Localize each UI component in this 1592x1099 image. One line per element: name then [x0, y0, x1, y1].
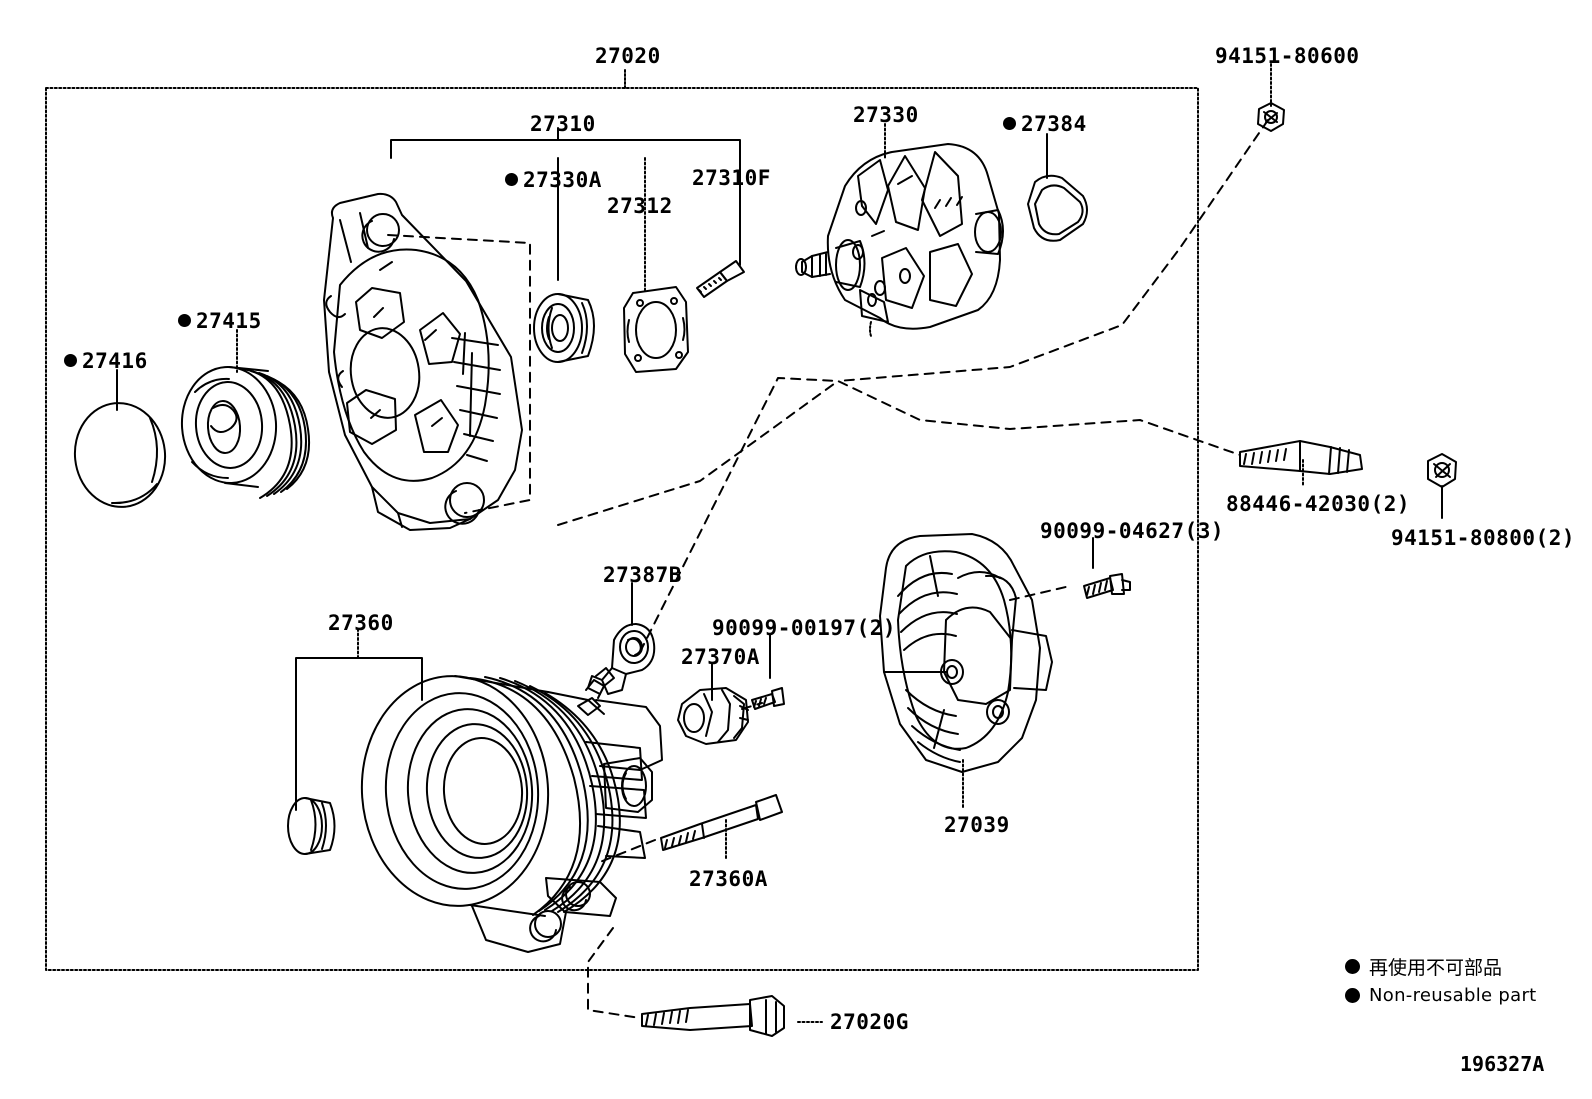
label-27330: 27330 [853, 105, 919, 126]
label-27370A-text: 27370A [681, 645, 760, 669]
assembly-path-screw-to-cover [1009, 585, 1071, 601]
part-90099-00197-screw [751, 687, 785, 710]
label-27415-text: 27415 [196, 309, 262, 333]
label-27360: 27360 [328, 613, 394, 634]
part-27039-rear-end-cover [879, 533, 1053, 773]
assembly-path-nut-to-stud [837, 119, 1269, 382]
label-27039-text: 27039 [944, 813, 1010, 837]
label-27416-text: 27416 [82, 349, 148, 373]
label-27360A: 27360A [689, 869, 768, 890]
label-88446-42030-text: 88446-42030(2) [1226, 492, 1411, 516]
non-reusable-marker-icon [1345, 958, 1360, 974]
part-94151-80800-nut [1427, 453, 1457, 488]
part-27370A-terminal-insulator [677, 687, 749, 745]
label-27020G-text: 27020G [830, 1010, 909, 1034]
label-27415: 27415 [178, 311, 262, 332]
label-27312: 27312 [607, 196, 673, 217]
label-27312-text: 27312 [607, 194, 673, 218]
part-27310-drive-end-frame [323, 192, 523, 531]
label-90099-04627-text: 90099-04627(3) [1040, 519, 1225, 543]
label-94151-80800-text: 94151-80800(2) [1391, 526, 1576, 550]
part-27312-bearing-retainer [623, 286, 689, 373]
label-90099-00197-text: 90099-00197(2) [712, 616, 897, 640]
assembly-path-housing-to-stud [557, 380, 1241, 526]
label-27360A-text: 27360A [689, 867, 768, 891]
part-27415-pulley [180, 366, 311, 499]
non-reusable-marker-icon [178, 313, 191, 327]
label-27310-text: 27310 [530, 112, 596, 136]
label-88446-42030: 88446-42030(2) [1226, 494, 1410, 515]
label-27416: 27416 [64, 351, 148, 372]
label-27384-text: 27384 [1021, 112, 1087, 136]
label-27039: 27039 [944, 815, 1010, 836]
label-27387B: 27387B [603, 565, 682, 586]
legend-english-text: Non-reusable part [1369, 984, 1537, 1006]
label-27384: 27384 [1003, 114, 1087, 135]
group-frame-27020 [45, 87, 1199, 971]
part-27310F-screw [696, 260, 745, 298]
assembly-path-drive-end [387, 234, 531, 514]
non-reusable-marker-icon [505, 172, 518, 186]
part-27330-rotor-assembly [795, 143, 1004, 337]
label-27330A: 27330A [505, 170, 602, 191]
part-27416-pulley-cap [73, 402, 167, 508]
label-27360-text: 27360 [328, 611, 394, 635]
part-90099-04627-screw [1083, 573, 1131, 599]
non-reusable-marker-icon [1345, 987, 1360, 1003]
label-94151-80600-text: 94151-80600 [1215, 44, 1360, 68]
part-27330A-bearing [533, 293, 595, 363]
label-27310: 27310 [530, 114, 596, 135]
label-27370A: 27370A [681, 647, 760, 668]
label-27387B-text: 27387B [603, 563, 682, 587]
label-90099-00197: 90099-00197(2) [712, 618, 896, 639]
label-27330-text: 27330 [853, 103, 919, 127]
part-27020G-mounting-bolt [641, 995, 785, 1037]
label-27020-text: 27020 [595, 44, 661, 68]
part-27360A-through-bolt [660, 794, 783, 851]
label-94151-80600: 94151-80600 [1215, 46, 1360, 67]
bracket-27360 [295, 657, 423, 811]
assembly-path-27360A [599, 839, 656, 863]
part-27387B-terminal-bushing [587, 623, 656, 695]
label-94151-80800: 94151-80800(2) [1391, 528, 1575, 549]
assembly-path-bolt-to-stator [587, 927, 641, 1019]
legend-row-english: Non-reusable part [1345, 984, 1537, 1006]
part-27360-stator-assembly [360, 667, 663, 953]
label-27020: 27020 [595, 46, 661, 67]
legend-japanese-text: 再使用不可部品 [1369, 956, 1503, 979]
part-27360-stator-ring-small [287, 797, 336, 855]
legend: 再使用不可部品 Non-reusable part [1345, 955, 1537, 1013]
label-27020G: 27020G [830, 1012, 909, 1033]
bracket-27310 [390, 139, 741, 159]
non-reusable-marker-icon [64, 353, 77, 367]
part-27384-o-ring [1027, 174, 1088, 242]
part-88446-42030-stud-bolt [1239, 440, 1363, 475]
label-90099-04627: 90099-04627(3) [1040, 521, 1224, 542]
sheet-id: 196327A [1460, 1052, 1545, 1076]
part-94151-80600-nut [1257, 102, 1285, 132]
assembly-path-terminal-to-frame [639, 377, 839, 653]
legend-row-japanese: 再使用不可部品 [1345, 955, 1537, 979]
non-reusable-marker-icon [1003, 116, 1016, 130]
label-27330A-text: 27330A [523, 168, 602, 192]
label-27310F-text: 27310F [692, 166, 771, 190]
label-27310F: 27310F [692, 168, 771, 189]
